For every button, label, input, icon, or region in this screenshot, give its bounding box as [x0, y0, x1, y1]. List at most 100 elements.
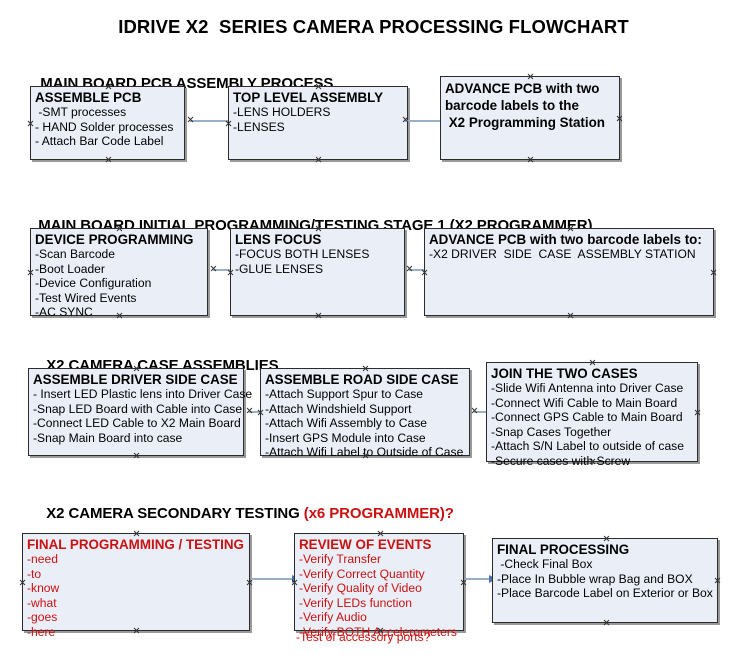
box-line: -Snap LED Board with Cable into Case — [33, 401, 243, 416]
box-line: -Attach S/N Label to outside of case — [491, 439, 684, 454]
box-title: DEVICE PROGRAMMING — [35, 232, 194, 247]
connection-handle-left[interactable] — [257, 409, 264, 416]
box-title: FINAL PROCESSING — [497, 542, 630, 557]
connection-handle-top[interactable] — [589, 359, 596, 366]
box-line: -FOCUS BOTH LENSES — [235, 247, 370, 261]
connection-handle-mid-5[interactable] — [246, 407, 253, 414]
connection-handle-top[interactable] — [133, 365, 140, 372]
box-line: - HAND Solder processes — [35, 119, 174, 134]
box-line: -SMT processes — [35, 105, 127, 119]
connector-final-programming-to-review-of-events — [251, 575, 300, 583]
connection-handle-top[interactable] — [133, 530, 140, 537]
connection-handle-right[interactable] — [714, 577, 721, 584]
box-line: -AC SYNC — [35, 305, 93, 320]
box-title: ASSEMBLE ROAD SIDE CASE — [265, 372, 459, 387]
box-line: -Verify Transfer — [299, 552, 381, 566]
connection-handle-bottom[interactable] — [116, 312, 123, 319]
review-of-events-overflow-line: -Test of accessory ports? — [296, 630, 431, 644]
box-final-processing[interactable]: FINAL PROCESSING -Check Final Box -Place… — [492, 538, 718, 623]
connection-handle-bottom[interactable] — [362, 452, 369, 459]
connection-handle-top[interactable] — [116, 225, 123, 232]
connection-handle-right[interactable] — [694, 409, 701, 416]
box-title: ADVANCE PCB with two barcode labels to: — [429, 232, 702, 247]
box-lens-focus[interactable]: LENS FOCUS -FOCUS BOTH LENSES -GLUE LENS… — [230, 228, 405, 316]
box-title: LENS FOCUS — [235, 232, 322, 247]
box-line: -Verify Quality of Video — [299, 581, 422, 596]
box-review-of-events[interactable]: REVIEW OF EVENTS -Verify Transfer -Verif… — [291, 530, 467, 639]
connection-handle-top[interactable] — [527, 73, 534, 80]
connection-handle-right[interactable] — [246, 579, 253, 586]
box-line: -Insert GPS Module into Case — [265, 430, 426, 445]
box-line: -Verify BOTH Accelerometers — [299, 624, 457, 639]
box-line: -to — [27, 566, 42, 581]
connection-handle-bottom[interactable] — [133, 627, 140, 634]
connection-handle-mid-6[interactable] — [471, 407, 478, 414]
section-heading-4: X2 CAMERA SECONDARY TESTING (x6 PROGRAMM… — [30, 488, 454, 539]
box-title: FINAL PROGRAMMING / TESTING — [27, 537, 244, 552]
box-line: -Connect LED Cable to X2 Main Board — [33, 416, 241, 431]
box-final-programming-testing[interactable]: FINAL PROGRAMMING / TESTING -need -to -k… — [19, 530, 253, 639]
box-line: - Attach Bar Code Label — [35, 134, 164, 149]
connection-handle-left[interactable] — [227, 269, 234, 276]
box-assemble-driver-side-case[interactable]: ASSEMBLE DRIVER SIDE CASE - Insert LED P… — [28, 365, 252, 459]
box-line: -Connect GPS Cable to Main Board — [491, 410, 683, 425]
connection-handle-left[interactable] — [291, 579, 298, 586]
box-top-level-assembly[interactable]: TOP LEVEL ASSEMBLY -LENS HOLDERS -LENSES — [228, 86, 408, 160]
connection-handle-top[interactable] — [377, 530, 384, 537]
box-title: REVIEW OF EVENTS — [299, 537, 432, 552]
box-line: -Check Final Box — [497, 557, 593, 571]
connector-top-level-to-advance-pcb — [405, 117, 450, 125]
box-line: -know — [27, 581, 60, 596]
box-title: ASSEMBLE DRIVER SIDE CASE — [33, 372, 238, 387]
box-title: ASSEMBLE PCB — [35, 90, 142, 105]
box-line: -here — [27, 624, 56, 639]
connection-handle-mid-4[interactable] — [406, 265, 413, 272]
connection-handle-top[interactable] — [567, 225, 574, 232]
connection-handle-bottom[interactable] — [603, 619, 610, 626]
box-title: ADVANCE PCB with two barcode labels to t… — [445, 81, 605, 130]
box-line: -Verify Audio — [299, 610, 367, 625]
connection-handle-bottom[interactable] — [567, 312, 574, 319]
box-assemble-pcb[interactable]: ASSEMBLE PCB -SMT processes - HAND Solde… — [30, 86, 185, 160]
connection-handle-top[interactable] — [315, 225, 322, 232]
box-line: -LENS HOLDERS — [233, 105, 331, 119]
box-join-the-two-cases[interactable]: JOIN THE TWO CASES -Slide Wifi Antenna i… — [486, 359, 701, 468]
box-line: -Attach Wifi Label to Outside of Case — [265, 445, 464, 460]
box-advance-pcb-driver-side-station[interactable]: ADVANCE PCB with two barcode labels to: … — [424, 228, 714, 316]
connection-handle-bottom[interactable] — [527, 156, 534, 163]
connection-handle-mid-2[interactable] — [402, 116, 409, 123]
connection-handle-top[interactable] — [105, 83, 112, 90]
box-line: -Secure cases with Screw — [491, 453, 631, 468]
connection-handle-right[interactable] — [616, 115, 623, 122]
connection-handle-left[interactable] — [19, 579, 26, 586]
connection-handle-left[interactable] — [225, 120, 232, 127]
connection-handle-top[interactable] — [603, 535, 610, 542]
connection-handle-mid-1[interactable] — [187, 116, 194, 123]
box-line: -Attach Wifi Assembly to Case — [265, 416, 427, 431]
box-advance-pcb-programming-station[interactable]: ADVANCE PCB with two barcode labels to t… — [440, 76, 620, 160]
connection-handle-top[interactable] — [362, 365, 369, 372]
box-title: JOIN THE TWO CASES — [491, 366, 638, 381]
connection-handle-bottom[interactable] — [315, 312, 322, 319]
box-line: -LENSES — [233, 119, 285, 134]
connection-handle-top[interactable] — [315, 83, 322, 90]
connection-handle-right[interactable] — [460, 579, 467, 586]
box-title: TOP LEVEL ASSEMBLY — [233, 90, 384, 105]
connection-handle-left[interactable] — [27, 120, 34, 127]
connection-handle-bottom[interactable] — [133, 452, 140, 459]
connection-handle-left[interactable] — [27, 269, 34, 276]
page-title: IDRIVE X2 SERIES CAMERA PROCESSING FLOWC… — [118, 16, 629, 37]
connection-handle-left[interactable] — [421, 269, 428, 276]
box-assemble-road-side-case[interactable]: ASSEMBLE ROAD SIDE CASE -Attach Support … — [257, 365, 470, 459]
connection-handle-bottom[interactable] — [589, 458, 596, 465]
connection-handle-bottom[interactable] — [315, 156, 322, 163]
connection-handle-right[interactable] — [710, 269, 717, 276]
box-line: -Snap Cases Together — [491, 424, 612, 439]
box-device-programming[interactable]: DEVICE PROGRAMMING -Scan Barcode -Boot L… — [27, 225, 208, 319]
connection-handle-bottom[interactable] — [105, 156, 112, 163]
box-line: -Boot Loader — [35, 261, 105, 276]
connection-handle-mid-3[interactable] — [210, 265, 217, 272]
connector-review-of-events-to-final-processing — [465, 575, 497, 583]
box-line: -Place Barcode Label on Exterior or Box — [497, 586, 713, 601]
